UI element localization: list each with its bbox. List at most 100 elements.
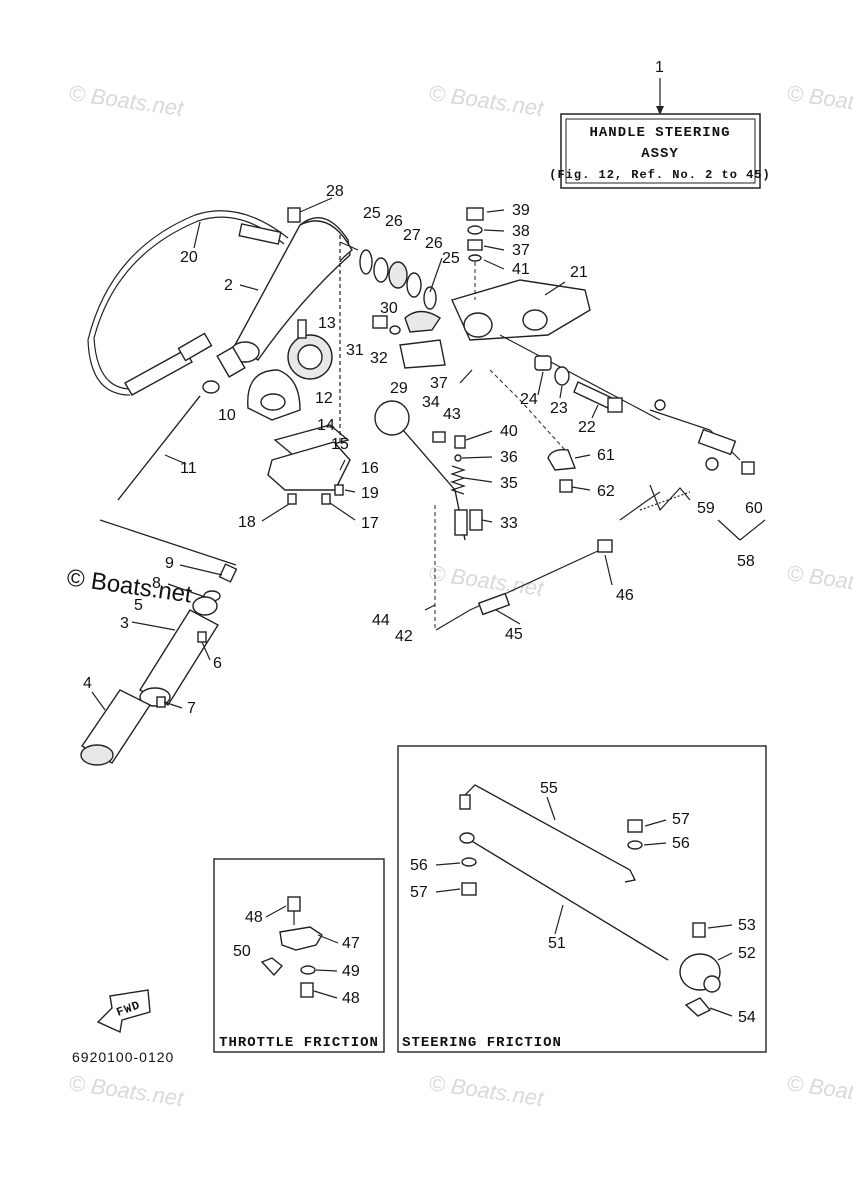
- callout-43: 43: [443, 406, 461, 423]
- callout-42: 42: [395, 628, 413, 645]
- watermark: © Boats.net: [427, 80, 546, 121]
- rod-part-11: [117, 395, 201, 501]
- callout-62: 62: [597, 483, 615, 500]
- callout-19: 19: [361, 485, 379, 502]
- callout-36: 36: [500, 449, 518, 466]
- callout-15: 15: [331, 436, 349, 453]
- callout-7: 7: [187, 700, 196, 717]
- callout-labels: 28 20 2 25 26 27 26 25 39 38 37 41 21 13…: [83, 183, 763, 717]
- callout-61: 61: [597, 447, 615, 464]
- watermark: © Boats.net: [427, 560, 546, 601]
- watermark: © Boats.net: [67, 1070, 186, 1111]
- callout-29: 29: [390, 380, 408, 397]
- assembly-title-box: 1 HANDLE STEERING ASSY (Fig. 12, Ref. No…: [549, 59, 770, 189]
- callout-18: 18: [238, 514, 256, 531]
- callout-54: 54: [738, 1009, 756, 1026]
- throttle-cable-part-20: [87, 210, 289, 396]
- throttle-friction-caption: THROTTLE FRICTION: [219, 1035, 379, 1051]
- title-line-3: (Fig. 12, Ref. No. 2 to 45): [549, 168, 770, 182]
- callout-60: 60: [745, 500, 763, 517]
- callout-51: 51: [548, 935, 566, 952]
- plates-15-16: [267, 424, 351, 505]
- callout-49: 49: [342, 963, 360, 980]
- title-line-2: ASSY: [641, 146, 679, 162]
- callout-3: 3: [120, 615, 129, 632]
- callout-22: 22: [578, 419, 596, 436]
- callout-37a: 37: [512, 242, 530, 259]
- callout-52: 52: [738, 945, 756, 962]
- callout-46: 46: [616, 587, 634, 604]
- callout-2: 2: [224, 277, 233, 294]
- callout-39: 39: [512, 202, 530, 219]
- callout-40: 40: [500, 423, 518, 440]
- bracket-29-32: [372, 310, 446, 369]
- callout-6: 6: [213, 655, 222, 672]
- leader-lines: [91, 197, 613, 711]
- callout-8: 8: [152, 575, 161, 592]
- callout-26a: 26: [385, 213, 403, 230]
- callout-12: 12: [315, 390, 333, 407]
- callout-33: 33: [500, 515, 518, 532]
- callout-16: 16: [361, 460, 379, 477]
- callout-13: 13: [318, 315, 336, 332]
- callout-47: 47: [342, 935, 360, 952]
- callout-9: 9: [165, 555, 174, 572]
- callout-34: 34: [422, 394, 440, 411]
- watermark: © Boats.net: [785, 80, 853, 121]
- steering-friction-box: 55 57 56 56 57 51 53 52 54 STEERING FRIC…: [397, 745, 767, 1053]
- fwd-arrow: FWD: [96, 989, 151, 1034]
- bolt-washers-22-24: [534, 355, 623, 413]
- callout-55: 55: [540, 780, 558, 797]
- bolt-stack-37-41: [466, 207, 484, 300]
- clip-61-screw-62: [489, 369, 576, 493]
- callout-48a: 48: [245, 909, 263, 926]
- callout-17: 17: [361, 515, 379, 532]
- callout-30: 30: [380, 300, 398, 317]
- throttle-link-42-46: [424, 539, 613, 631]
- friction-parts-12-14: [247, 319, 333, 421]
- callout-56b: 56: [410, 857, 428, 874]
- callout-35: 35: [500, 475, 518, 492]
- callout-4: 4: [83, 675, 92, 692]
- callout-23: 23: [550, 400, 568, 417]
- callout-25a: 25: [363, 205, 381, 222]
- callout-14: 14: [317, 417, 335, 434]
- callout-21: 21: [570, 264, 588, 281]
- callout-27: 27: [403, 227, 421, 244]
- callout-58: 58: [737, 553, 755, 570]
- steering-handle-part-2: [216, 217, 359, 378]
- watermark: © Boats.net: [785, 1070, 853, 1111]
- throttle-friction-box: 48 47 50 49 48 THROTTLE FRICTION: [213, 858, 385, 1053]
- grip-assembly-3-9: [80, 519, 238, 766]
- clip-part-10: [202, 380, 220, 394]
- friction-lever-34: [374, 400, 468, 630]
- callout-53: 53: [738, 917, 756, 934]
- callout-57a: 57: [672, 811, 690, 828]
- callout-57b: 57: [410, 884, 428, 901]
- callout-28: 28: [326, 183, 344, 200]
- callout-59: 59: [697, 500, 715, 517]
- steering-friction-caption: STEERING FRICTION: [402, 1035, 562, 1051]
- callout-41: 41: [512, 261, 530, 278]
- callout-5: 5: [134, 597, 143, 614]
- bolt-part-28: [287, 207, 301, 223]
- callout-25b: 25: [442, 250, 460, 267]
- watermark: © Boats.net: [427, 1070, 546, 1111]
- watermark: © Boats.net: [785, 560, 853, 601]
- callout-24: 24: [520, 391, 538, 408]
- cable-assembly-58-60: [619, 399, 766, 541]
- callout-1: 1: [655, 59, 664, 76]
- callout-44: 44: [372, 612, 390, 629]
- callout-10: 10: [218, 407, 236, 424]
- callout-37b: 37: [430, 375, 448, 392]
- callout-26b: 26: [425, 235, 443, 252]
- callout-56a: 56: [672, 835, 690, 852]
- steering-friction-housing-21: [451, 279, 661, 421]
- watermark: © Boats.net: [67, 80, 186, 121]
- callout-32: 32: [370, 350, 388, 367]
- callout-31: 31: [346, 342, 364, 359]
- callout-20: 20: [180, 249, 198, 266]
- diagram-code: 6920100-0120: [72, 1049, 174, 1065]
- callout-48b: 48: [342, 990, 360, 1007]
